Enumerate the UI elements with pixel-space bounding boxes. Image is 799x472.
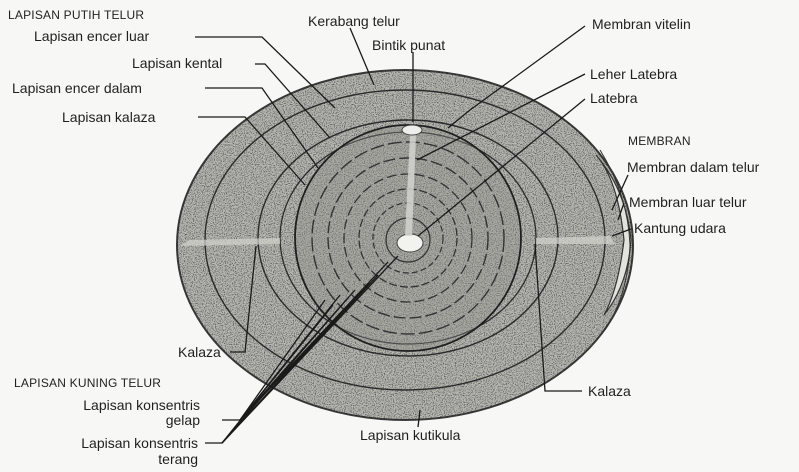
inner-shell-membrane-label: Membran dalam telur xyxy=(627,160,759,175)
egg-white-layers-heading: LAPISAN PUTIH TELUR xyxy=(8,8,144,23)
chalaza-right-label: Kalaza xyxy=(588,384,631,399)
latebra-neck-label: Leher Latebra xyxy=(590,67,677,82)
germinal-disc xyxy=(402,125,422,135)
air-cell-label: Kantung udara xyxy=(634,221,726,236)
latebra-label: Latebra xyxy=(590,91,637,106)
light-yolk-layer-label-line1: Lapisan konsentris xyxy=(30,436,198,451)
vitelline-membrane-label: Membran vitelin xyxy=(592,17,691,32)
shell-label: Kerabang telur xyxy=(308,14,400,29)
chalaza-left-label: Kalaza xyxy=(178,345,221,360)
chalaziferous-layer-label: Lapisan kalaza xyxy=(62,110,155,125)
yolk-layers-heading: LAPISAN KUNING TELUR xyxy=(14,376,161,391)
thick-albumen-label: Lapisan kental xyxy=(132,56,222,71)
membranes-heading: MEMBRAN xyxy=(628,134,691,149)
latebra-center xyxy=(397,234,423,252)
light-yolk-layer-label-line2: terang xyxy=(30,452,198,467)
germinal-disc-label: Bintik punat xyxy=(372,38,445,53)
cuticle-label: Lapisan kutikula xyxy=(360,428,460,443)
dark-yolk-layer-label-line1: Lapisan konsentris xyxy=(40,398,200,413)
thin-outer-albumen-label: Lapisan encer luar xyxy=(34,29,149,44)
thin-inner-albumen-label: Lapisan encer dalam xyxy=(12,81,142,96)
outer-shell-membrane-label: Membran luar telur xyxy=(629,195,747,210)
dark-yolk-layer-label-line2: gelap xyxy=(40,413,200,428)
